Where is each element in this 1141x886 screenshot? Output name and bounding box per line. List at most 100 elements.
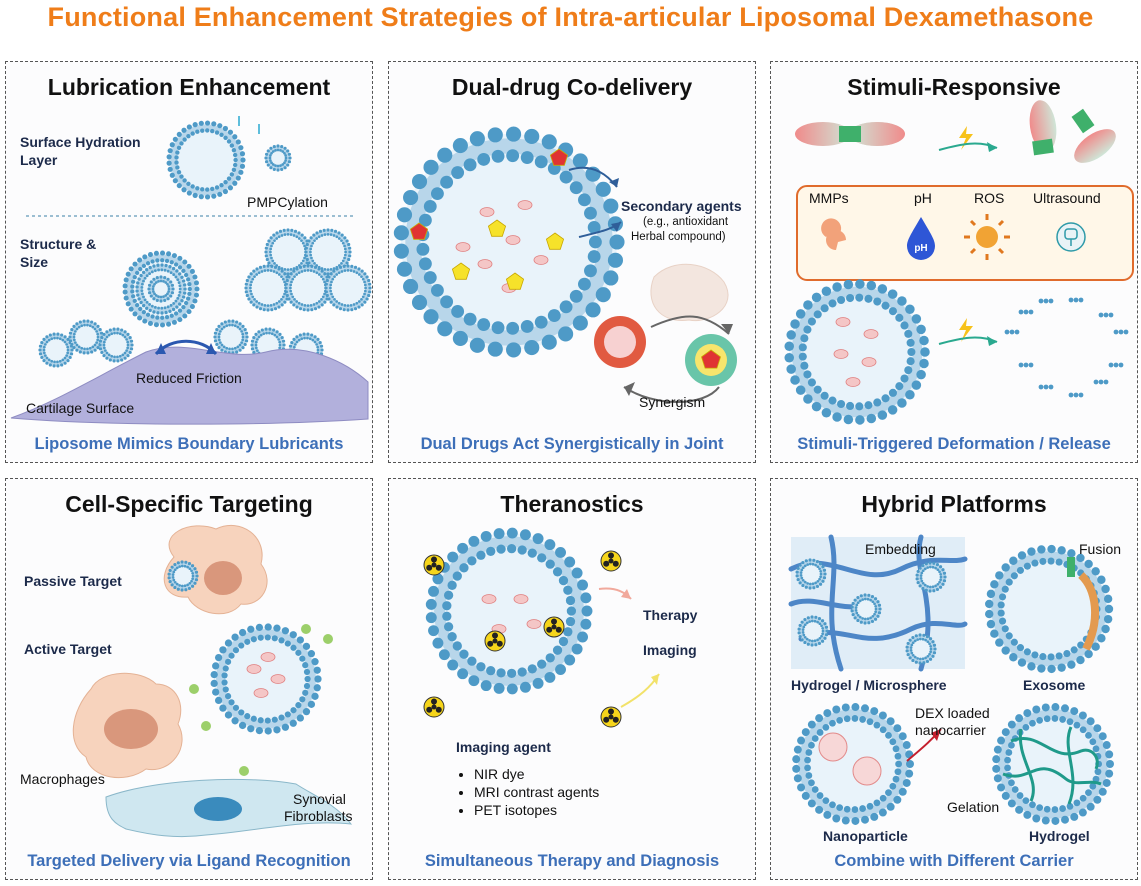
panel-title: Stimuli-Responsive [847,74,1061,100]
panel-caption: Stimuli-Triggered Deformation / Release [797,435,1111,453]
panel-caption: Dual Drugs Act Synergistically in Joint [420,435,724,453]
hybrid-illustration [788,534,1114,825]
panel-hybrid: Hybrid Platforms Embedding Fusion Hydrog… [770,478,1138,880]
liposome-icon [213,319,249,355]
label-secondary-eg: (e.g., antioxidant [643,216,729,228]
exosome-fusion-liposome [985,544,1114,674]
label-exosome: Exosome [1023,677,1086,693]
embedded-liposome [797,615,829,647]
panel-lubrication: Lubrication Enhancement Surface Hydratio… [5,61,373,463]
label-imaging: Imaging [643,642,697,658]
targeting-illustration [72,524,353,838]
ligand-icon [301,624,311,634]
panel-codelivery: Dual-drug Co-delivery Secondary agents (… [388,61,756,463]
nanocarrier-icon [852,756,882,786]
label-hydrogel-microsphere: Hydrogel / Microsphere [791,677,947,693]
label-nanoparticle: Nanoparticle [823,828,908,844]
panel-theranostics: Theranostics Therapy Imaging Imaging age… [388,478,756,880]
label-passive-target: Passive Target [24,573,122,589]
theranostic-liposome [425,527,593,695]
imaging-agent-list: NIR dye MRI contrast agents PET isotopes [456,765,599,820]
label-structure-size: Structure & Size [20,236,97,270]
liposome-icon [304,228,352,276]
membrane-fragment [1018,309,1034,315]
dex-molecule-icon [517,200,533,210]
ligand-icon [189,684,199,694]
dex-molecule-icon [863,329,879,339]
dex-molecule-icon [505,235,521,245]
membrane-fragment [1004,329,1020,335]
membrane-fragment [1018,362,1034,368]
pmpc-liposome-icon [166,120,246,200]
s-gear-icon [685,334,737,386]
dex-molecule-icon [246,664,262,674]
pmpc-molecule-icon [264,144,292,172]
secondary-agent-icon [409,222,429,240]
nanocarrier-icon [818,732,848,762]
trigger-ultrasound: Ultrasound [1033,190,1101,206]
ligand-icon [239,766,249,776]
membrane-fragment [1108,362,1124,368]
liposome-icon [324,264,372,312]
dex-molecule-icon [833,349,849,359]
label-secondary-herbal: Herbal compound) [631,231,726,243]
label-nanocarrier: nanocarrier [915,722,986,738]
dex-molecule-icon [513,594,529,604]
membrane-fragment [1038,384,1054,390]
dex-molecule-icon [253,688,269,698]
theranostics-illustration [423,527,660,728]
membrane-fragment [1093,379,1109,385]
ligand-icon [323,634,333,644]
panel-title: Dual-drug Co-delivery [451,74,693,100]
trigger-ph: pH [914,190,932,206]
panel-title: Theranostics [500,491,644,517]
panel-stimuli: pH Stimuli-Responsive MMPs pH ROS Ultras… [770,61,1138,463]
ph-icon-text: pH [914,243,927,254]
label-macrophages: Macrophages [20,771,105,787]
ligand-icon [201,721,211,731]
label-imaging-agent: Imaging agent [456,739,551,755]
label-dex-loaded: DEX loaded [915,705,990,721]
embedded-liposome [905,633,937,665]
panel-title: Lubrication Enhancement [47,74,331,100]
membrane-fragment [1113,329,1129,335]
codelivery-illustration [393,126,737,403]
panel-caption: Simultaneous Therapy and Diagnosis [424,852,720,870]
membrane-fragment [1038,298,1054,304]
intact-liposome [784,279,930,425]
radioactive-icon [423,554,445,576]
liposome-icon [244,264,292,312]
radioactive-icon [423,696,445,718]
trigger-ros: ROS [974,190,1005,206]
mmp-enzyme-icon [821,218,846,250]
dex-molecule-icon [533,255,549,265]
membrane-fragment [1068,392,1084,398]
label-reduced-friction: Reduced Friction [136,370,242,386]
label-synergism: Synergism [639,394,706,410]
dex-molecule-icon [861,357,877,367]
radioactive-icon [484,630,506,652]
secondary-agent-icon [545,232,565,250]
dex-molecule-icon [455,242,471,252]
label-cartilage-surface: Cartilage Surface [26,400,135,416]
ph-drop-icon [907,217,935,260]
radioactive-icon [600,550,622,572]
label-hydrogel: Hydrogel [1029,828,1090,844]
label-synovial: Synovial [293,791,346,807]
label-therapy: Therapy [643,607,698,623]
dex-molecule-icon [526,619,542,629]
embedded-liposome [795,558,827,590]
secondary-agent-icon [451,262,471,280]
panel-caption: Liposome Mimics Boundary Lubricants [34,435,344,453]
panel-caption: Targeted Delivery via Ligand Recognition [27,852,351,870]
dex-molecule-icon [479,207,495,217]
dex-gear-icon [594,316,646,368]
dex-molecule-icon [481,594,497,604]
label-secondary-agents: Secondary agents [621,198,742,214]
trigger-mmps: MMPs [809,190,849,206]
targeted-liposome [210,623,322,735]
target-cell [650,263,729,322]
liposome-icon [68,319,104,355]
nanoparticle-liposome [792,703,914,825]
secondary-agent-icon [487,219,507,237]
